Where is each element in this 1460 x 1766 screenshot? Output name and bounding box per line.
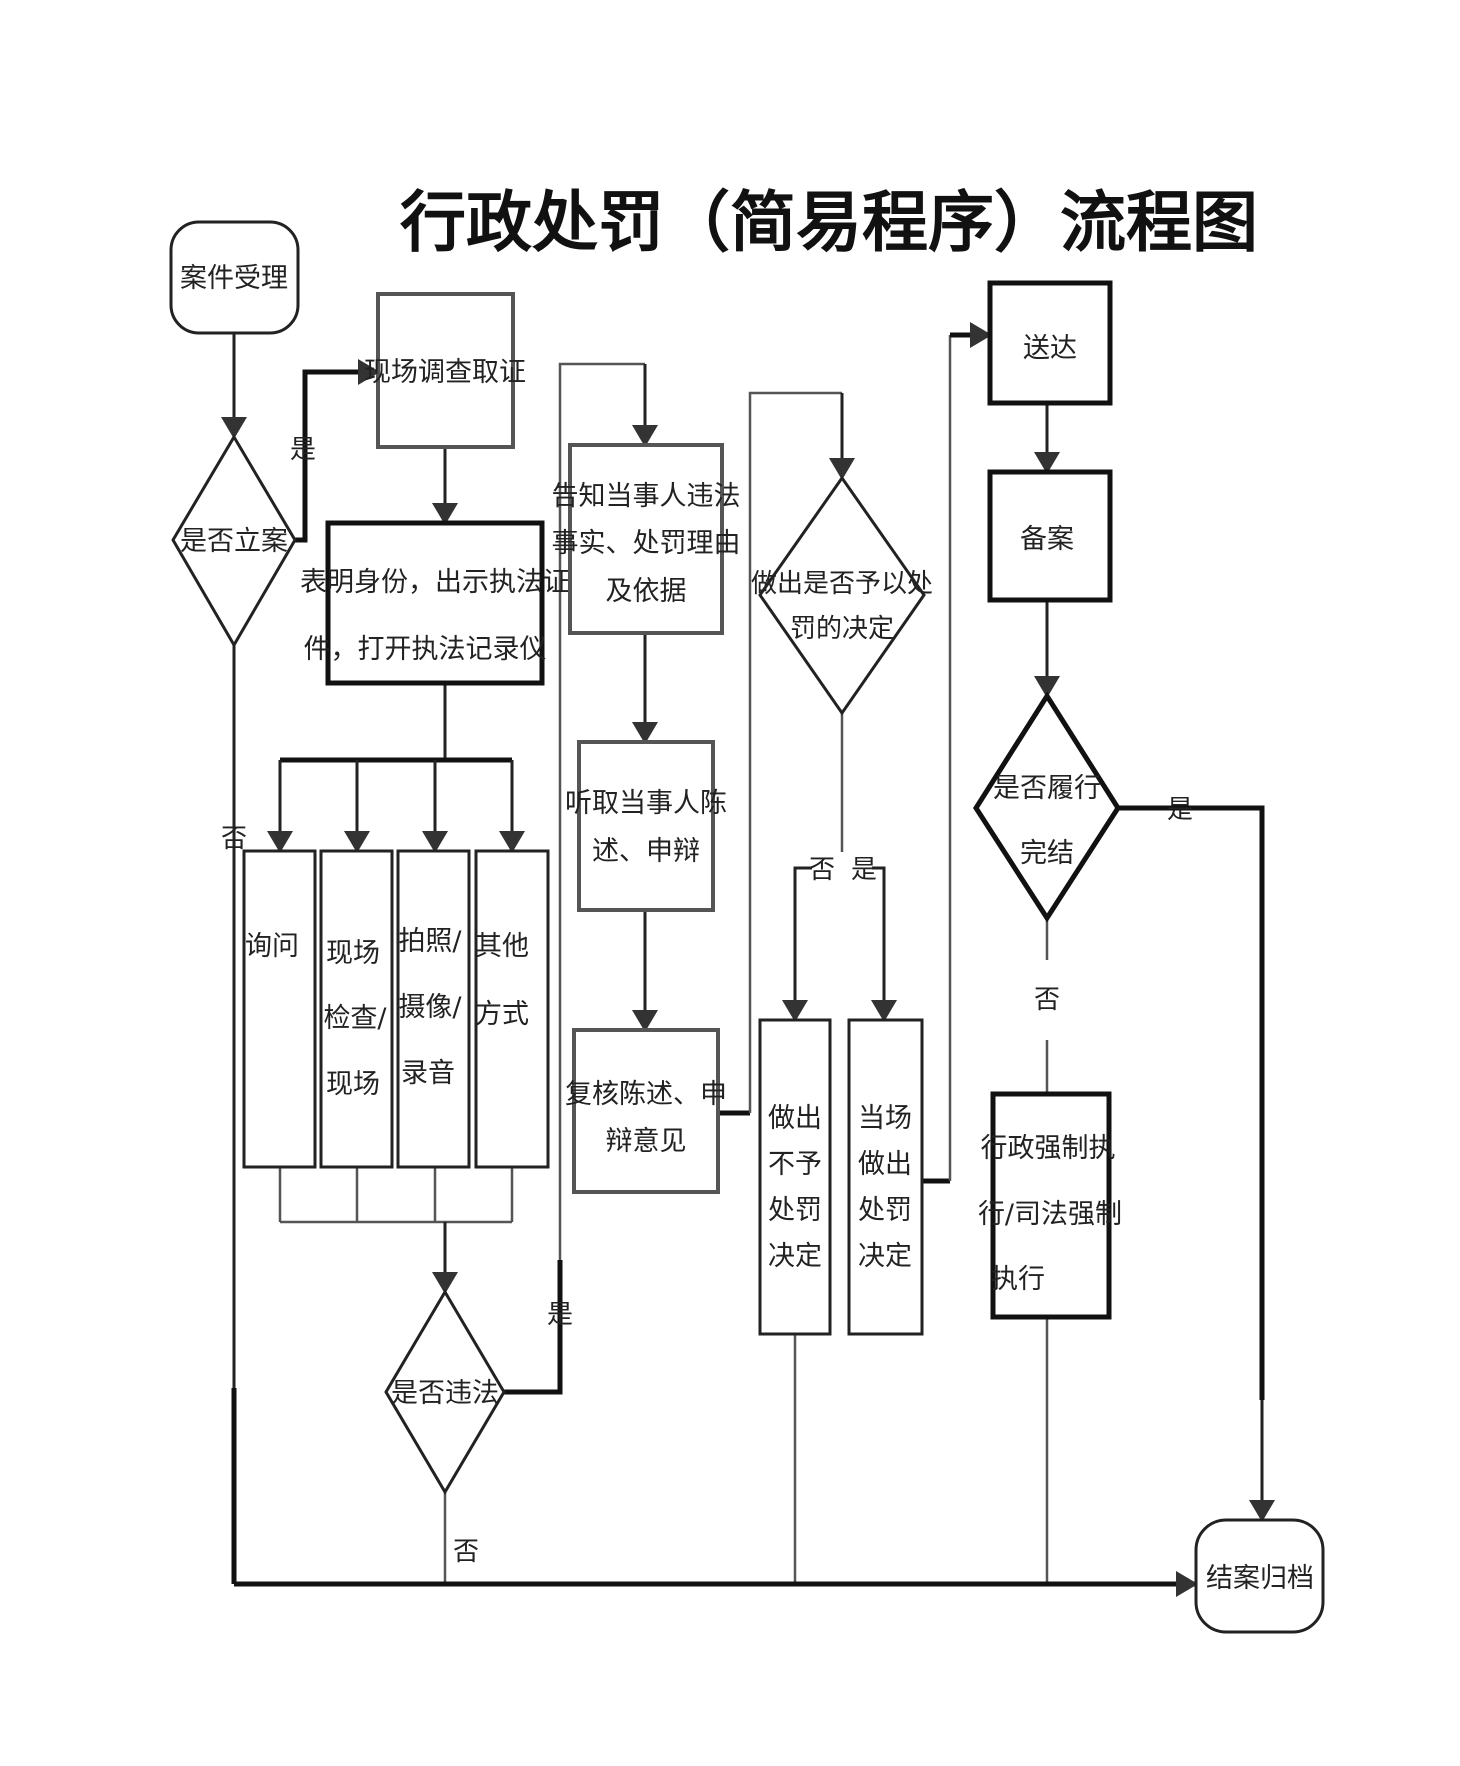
node-no-penalty-line2: 不予 (768, 1149, 822, 1180)
node-no-penalty-line1: 做出 (768, 1103, 822, 1134)
page-title: 行政处罚（简易程序）流程图 (400, 184, 1258, 261)
label-yes-illegal: 是 (547, 1300, 573, 1330)
node-penalty-line3: 处罚 (858, 1195, 912, 1226)
label-no-fulfilled: 否 (1034, 985, 1060, 1015)
node-investigate: 现场调查取证 (364, 292, 526, 449)
node-enforce-line1: 行政强制执 (981, 1133, 1116, 1164)
node-no-penalty-line4: 决定 (768, 1241, 822, 1272)
node-other: 其他 方式 (474, 849, 550, 1169)
node-accept: 案件受理 (169, 220, 300, 335)
node-no-penalty: 做出 不予 处罚 决定 (758, 1018, 832, 1336)
node-deliver: 送达 (987, 280, 1113, 406)
node-other-line1: 其他 (475, 931, 529, 962)
node-enforce-line2: 行/司法强制 (978, 1199, 1122, 1230)
node-decide: 做出是否予以处 罚的决定 (751, 475, 933, 716)
node-review-line2: 辩意见 (606, 1126, 687, 1157)
label-no-decide: 否 (809, 855, 835, 885)
node-notify-line3: 及依据 (606, 576, 687, 607)
node-penalty-line1: 当场 (858, 1103, 912, 1134)
label-no-illegal: 否 (453, 1537, 479, 1567)
node-identify-line1: 表明身份，出示执法证 (300, 567, 570, 598)
node-accept-label: 案件受理 (180, 263, 288, 294)
branch-labels: 是 否 是 否 否 是 是 否 (221, 435, 1193, 1567)
node-decide-line2: 罚的决定 (790, 614, 894, 644)
node-archive-record-label: 备案 (1020, 524, 1074, 555)
node-inspect: 现场 检查/ 现场 (319, 849, 394, 1169)
node-enforce: 行政强制执 行/司法强制 执行 (978, 1091, 1122, 1320)
node-inquiry-label: 询问 (245, 931, 299, 962)
node-review: 复核陈述、申 辩意见 (565, 1028, 727, 1194)
node-identify: 表明身份，出示执法证 件，打开执法记录仪 (300, 520, 570, 686)
node-inspect-line3: 现场 (326, 1069, 380, 1100)
node-penalty-line2: 做出 (858, 1149, 912, 1180)
node-deliver-label: 送达 (1023, 333, 1077, 364)
node-notify-line1: 告知当事人违法 (552, 481, 741, 512)
node-identify-line2: 件，打开执法记录仪 (304, 634, 547, 665)
node-illegal: 是否违法 (384, 1289, 506, 1495)
node-close-label: 结案归档 (1206, 1563, 1314, 1594)
node-file-case: 是否立案 (171, 434, 297, 648)
label-yes-fulfilled: 是 (1167, 795, 1193, 825)
node-illegal-label: 是否违法 (391, 1378, 499, 1409)
node-penalty: 当场 做出 处罚 决定 (847, 1018, 924, 1336)
node-fulfilled-line1: 是否履行 (993, 773, 1101, 804)
label-yes-file-case: 是 (290, 435, 316, 465)
node-record-line2: 摄像/ (398, 992, 462, 1023)
node-notify: 告知当事人违法 事实、处罚理由 及依据 (552, 443, 741, 635)
node-fulfilled-line2: 完结 (1020, 838, 1074, 869)
node-fulfilled: 是否履行 完结 (973, 691, 1121, 923)
node-record-line1: 拍照/ (398, 926, 462, 957)
node-archive-record: 备案 (987, 469, 1113, 603)
node-investigate-label: 现场调查取证 (364, 357, 526, 388)
node-enforce-line3: 执行 (991, 1264, 1045, 1295)
node-record-line3: 录音 (401, 1058, 455, 1089)
node-no-penalty-line3: 处罚 (768, 1195, 822, 1226)
node-record: 拍照/ 摄像/ 录音 (396, 849, 471, 1169)
node-hear: 听取当事人陈 述、申辩 (565, 740, 727, 912)
node-review-line1: 复核陈述、申 (565, 1079, 727, 1110)
node-inspect-line2: 检查/ (323, 1003, 387, 1034)
node-hear-line1: 听取当事人陈 (565, 788, 727, 819)
label-yes-decide: 是 (851, 855, 877, 885)
node-close: 结案归档 (1194, 1518, 1325, 1634)
node-inspect-line1: 现场 (326, 938, 380, 969)
node-inquiry: 询问 (242, 849, 317, 1169)
node-other-line2: 方式 (475, 999, 529, 1030)
label-no-file-case: 否 (221, 824, 247, 854)
node-notify-line2: 事实、处罚理由 (552, 528, 741, 559)
node-decide-line1: 做出是否予以处 (751, 569, 933, 599)
node-hear-line2: 述、申辩 (592, 836, 700, 867)
node-file-case-label: 是否立案 (180, 526, 288, 557)
connectors (221, 322, 1275, 1597)
node-penalty-line4: 决定 (858, 1241, 912, 1272)
